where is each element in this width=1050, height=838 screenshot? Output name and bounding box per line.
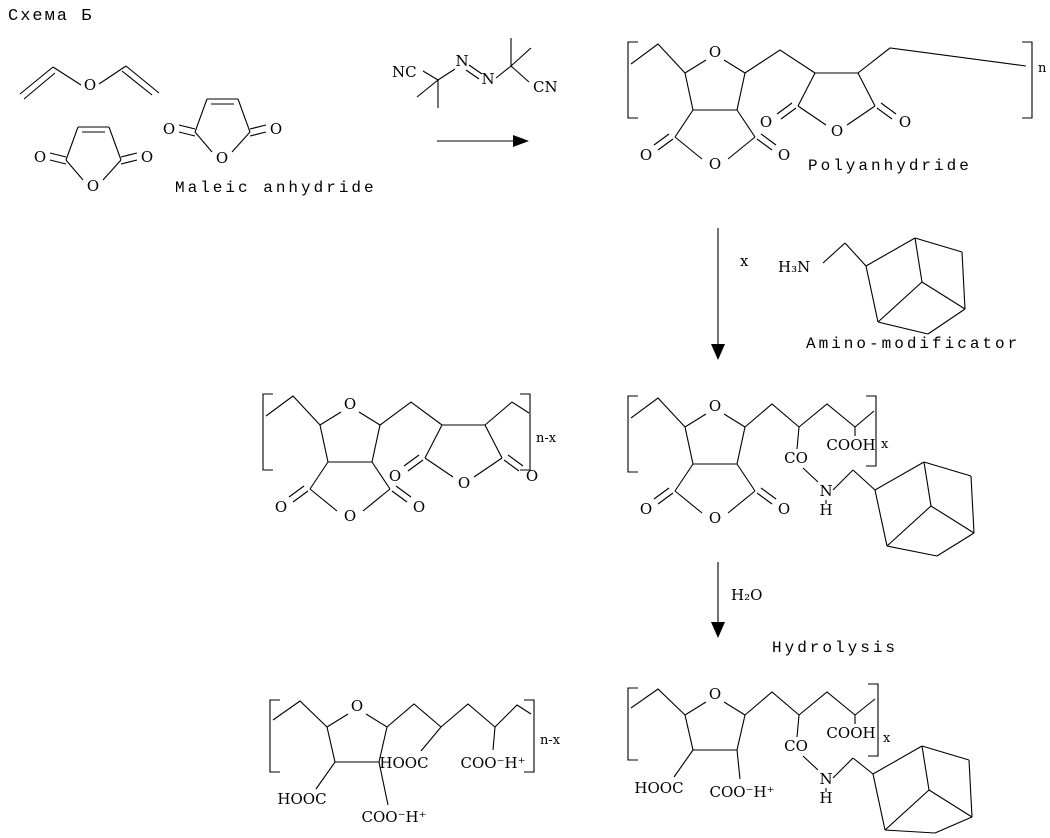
atom-label-nc: NC [392, 63, 417, 81]
atom-label-coo-h: COO⁻H⁺ [362, 808, 427, 826]
atom-label-o: O [141, 148, 153, 166]
atom-label-o: O [709, 397, 721, 415]
atom-label-hooc: HOOC [634, 779, 683, 797]
atom-label-o: O [344, 395, 356, 413]
atom-label-cooh: COOH [826, 724, 875, 742]
atom-label-o: O [640, 146, 652, 164]
atom-label-hooc: HOOC [379, 754, 428, 772]
atom-label-co: CO [784, 737, 808, 755]
atom-label-o: O [831, 122, 843, 140]
atom-label-o: O [351, 697, 363, 715]
atom-label-o: O [709, 685, 721, 703]
atom-label-cn: CN [533, 78, 558, 96]
adamantane-cage [874, 461, 975, 557]
repeat-subscript-x: x [883, 731, 891, 746]
repeat-subscript-n: n [1038, 61, 1047, 76]
repeat-subscript-n-x: n-x [536, 431, 557, 446]
atom-label-o: O [709, 43, 721, 61]
atom-label-coo-h: COO⁻H⁺ [710, 783, 775, 801]
atom-label-hooc: HOOC [277, 790, 326, 808]
amino-modificator-structure: H₃N [778, 237, 966, 335]
atom-label-o: O [899, 113, 911, 131]
amino-modificator-label: Amino-modificator [806, 335, 1020, 353]
atom-label-co: CO [784, 449, 808, 467]
atom-label-coo-h: COO⁻H⁺ [461, 754, 526, 772]
atom-label-h: H [819, 501, 832, 519]
aibn-initiator-structure: NC N N CN [392, 38, 558, 108]
atom-label-o: O [778, 500, 790, 518]
atom-label-h2o: H₂O [731, 586, 762, 604]
repeat-subscript-x: x [881, 437, 889, 452]
atom-label-n: N [481, 70, 494, 88]
stoichiometry-x-label: x [740, 252, 749, 270]
atom-label-o: O [84, 76, 96, 94]
adamantane-cage [872, 745, 973, 834]
amide-modified-polymer-structure: O O O O CO COOH x N H [627, 395, 975, 557]
atom-label-o: O [389, 467, 401, 485]
atom-label-o: O [709, 509, 721, 527]
atom-label-o: O [275, 498, 287, 516]
hydrolysis-label: Hydrolysis [772, 639, 898, 657]
divinyl-ether-structure: O [19, 65, 160, 100]
atom-label-n: N [819, 482, 832, 500]
atom-label-h3n: H₃N [778, 258, 810, 276]
maleic-anhydride-structure-2: O O O [34, 126, 153, 195]
scheme-title: Схема Б [8, 7, 93, 26]
atom-label-o: O [270, 120, 282, 138]
hydrolyzed-amide-polymer-structure: O HOOC COO⁻H⁺ CO COOH x N H [627, 683, 973, 834]
atom-label-o: O [760, 113, 772, 131]
atom-label-o: O [778, 146, 790, 164]
polyanhydride-structure: O O O O O O O n [627, 41, 1047, 173]
hydrolyzed-polymer-n-x-structure: O HOOC COO⁻H⁺ HOOC COO⁻H⁺ n-x [269, 697, 561, 826]
atom-label-n: N [819, 770, 832, 788]
maleic-anhydride-label: Maleic anhydride [175, 179, 377, 197]
atom-label-h: H [819, 789, 832, 807]
amination-arrow: x [711, 228, 749, 360]
atom-label-o: O [413, 498, 425, 516]
polyanhydride-n-x-structure: O O O O O O O n-x [262, 393, 557, 525]
hydrolysis-arrow: H₂O [711, 562, 762, 638]
atom-label-o: O [34, 148, 46, 166]
atom-label-o: O [163, 120, 175, 138]
atom-label-o: O [87, 177, 99, 195]
atom-label-o: O [344, 507, 356, 525]
atom-label-o: O [709, 155, 721, 173]
atom-label-n: N [455, 52, 468, 70]
atom-label-o: O [640, 500, 652, 518]
polyanhydride-label: Polyanhydride [808, 157, 972, 175]
atom-label-cooh: COOH [826, 436, 875, 454]
polymerization-arrow [437, 135, 529, 147]
repeat-subscript-n-x: n-x [540, 733, 561, 748]
atom-label-o: O [458, 474, 470, 492]
atom-label-o: O [526, 467, 538, 485]
adamantane-cage [865, 237, 966, 335]
atom-label-o: O [216, 149, 228, 167]
maleic-anhydride-structure-1: O O O [163, 98, 282, 167]
